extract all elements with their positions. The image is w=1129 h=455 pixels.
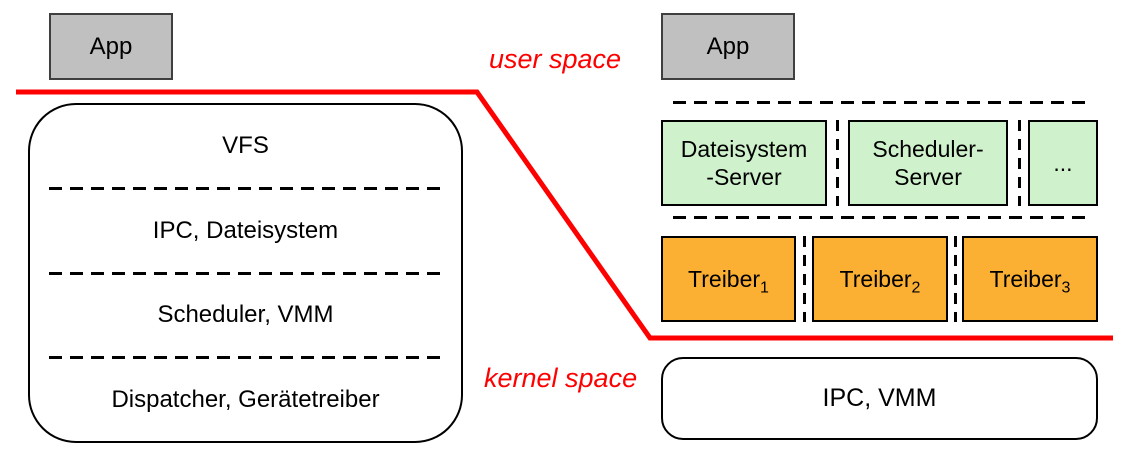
layer-divider-dashed bbox=[49, 271, 445, 275]
monolithic-layer-scheduler-vmm: Scheduler, VMM bbox=[30, 275, 461, 357]
driver-subscript: 3 bbox=[1061, 279, 1071, 297]
driver-label: Treiber2 bbox=[839, 265, 921, 297]
kernel-space-label: kernel space bbox=[484, 363, 638, 393]
monolithic-app-label: App bbox=[89, 32, 133, 60]
dateisystem-server-box: Dateisystem -Server bbox=[661, 120, 827, 206]
server-driver-divider-dashed bbox=[673, 216, 1087, 219]
user-space-label: user space bbox=[489, 44, 622, 74]
app-server-divider-dashed bbox=[673, 101, 1087, 104]
server-divider-dashed bbox=[1018, 120, 1021, 206]
microkernel-kernel-box: IPC, VMM bbox=[661, 357, 1098, 440]
driver-divider-dashed bbox=[803, 236, 806, 322]
monolithic-layer-dispatcher-geraetetreiber: Dispatcher, Gerätetreiber bbox=[30, 359, 461, 441]
layer-label: VFS bbox=[222, 131, 269, 159]
server-divider-dashed bbox=[836, 120, 839, 206]
driver-name: Treiber bbox=[839, 265, 912, 292]
server-label-line1: Scheduler- bbox=[872, 136, 984, 162]
layer-divider-dashed bbox=[49, 356, 445, 360]
monolithic-layer-ipc-dateisystem: IPC, Dateisystem bbox=[30, 190, 461, 272]
driver-name: Treiber bbox=[989, 265, 1062, 292]
treiber3-box: Treiber3 bbox=[962, 236, 1098, 322]
monolithic-layer-vfs: VFS bbox=[30, 105, 461, 187]
layer-label: IPC, Dateisystem bbox=[152, 216, 339, 244]
microkernel-app-box: App bbox=[661, 13, 795, 80]
microkernel-kernel-label: IPC, VMM bbox=[822, 384, 937, 412]
server-label-line2: Server bbox=[894, 164, 962, 190]
driver-label: Treiber3 bbox=[989, 265, 1071, 297]
layer-divider-dashed bbox=[49, 186, 445, 190]
treiber1-box: Treiber1 bbox=[661, 236, 796, 322]
more-servers-box: ... bbox=[1028, 120, 1098, 206]
driver-subscript: 1 bbox=[760, 279, 769, 297]
layer-label: Dispatcher, Gerätetreiber bbox=[111, 386, 380, 414]
layer-label: Scheduler, VMM bbox=[157, 301, 334, 329]
server-label-line1: Dateisystem bbox=[680, 136, 808, 162]
server-label-ellipsis: ... bbox=[1053, 150, 1073, 176]
monolithic-app-box: App bbox=[49, 13, 173, 80]
driver-subscript: 2 bbox=[911, 279, 921, 297]
microkernel-app-label: App bbox=[706, 32, 750, 60]
driver-label: Treiber1 bbox=[688, 265, 769, 297]
server-label-line2: -Server bbox=[706, 164, 782, 190]
scheduler-server-box: Scheduler- Server bbox=[848, 120, 1008, 206]
treiber2-box: Treiber2 bbox=[812, 236, 948, 322]
driver-divider-dashed bbox=[954, 236, 957, 322]
driver-name: Treiber bbox=[688, 265, 761, 292]
monolithic-kernel-box: VFS IPC, Dateisystem Scheduler, VMM Disp… bbox=[28, 103, 463, 443]
